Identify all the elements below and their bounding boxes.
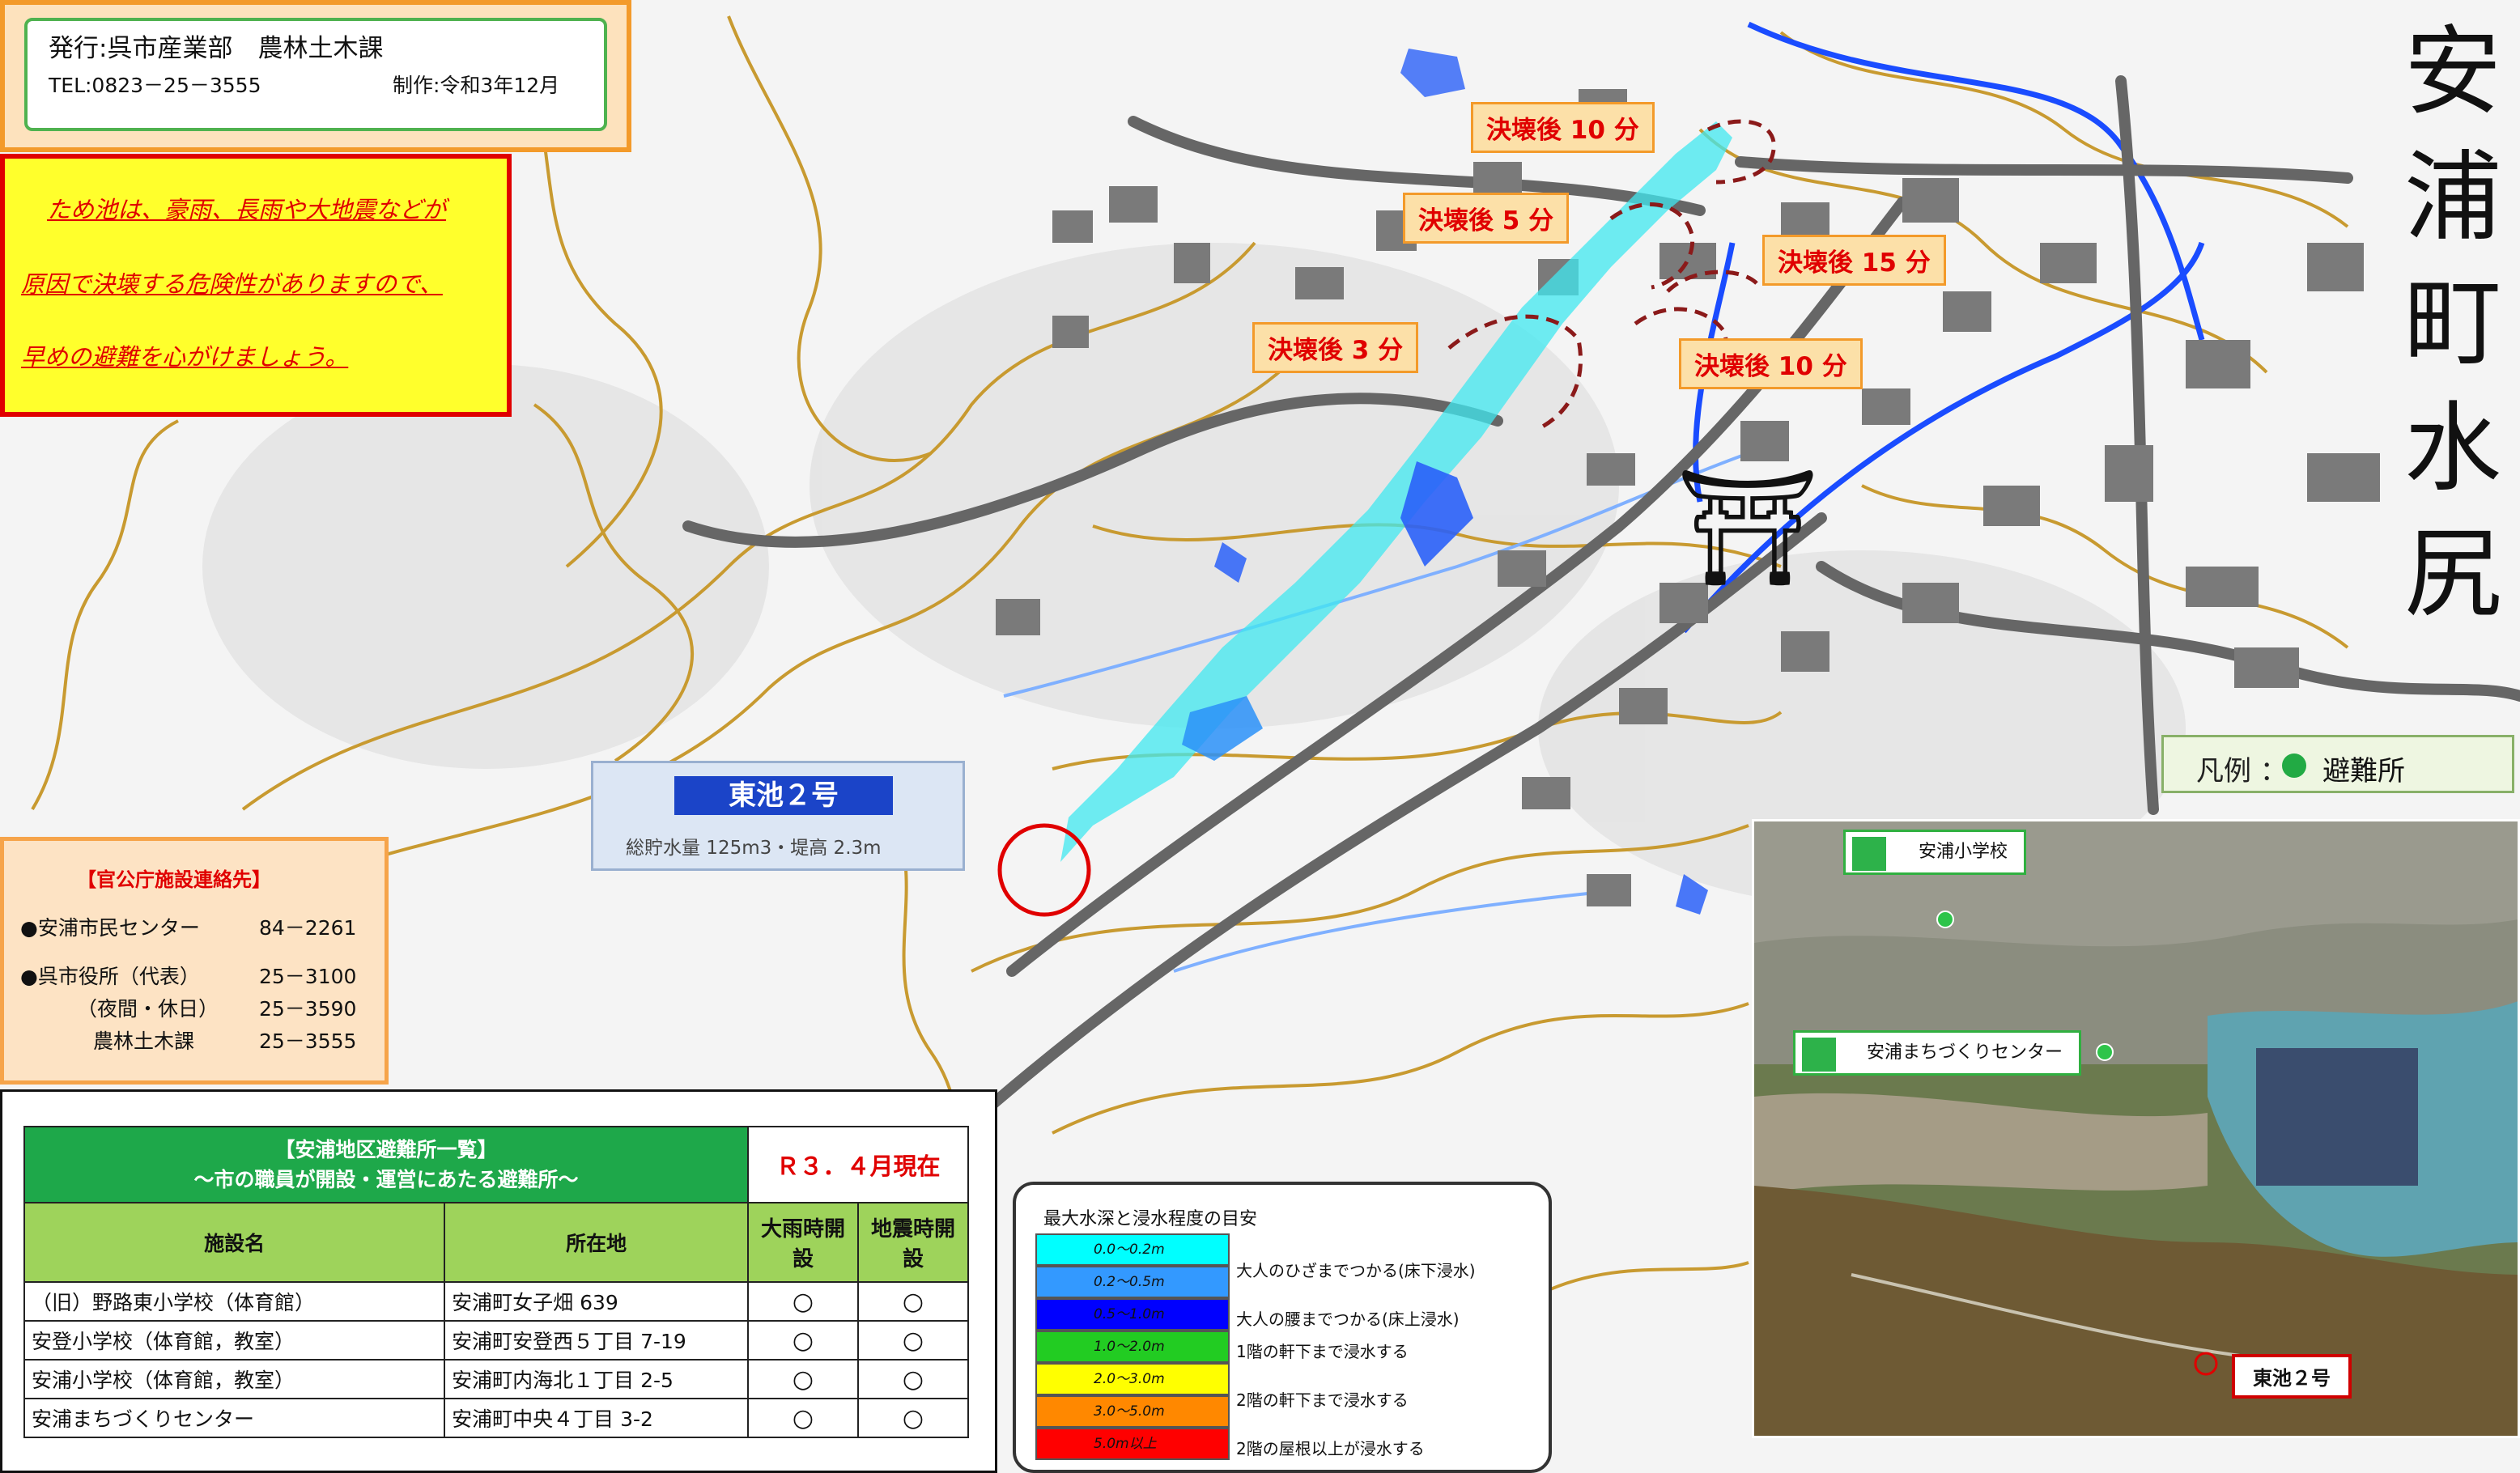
shelter-name: 安登小学校（体育館，教室） [23, 1320, 446, 1361]
warning-line: ため池は、豪雨、長雨や大地震などが [47, 196, 447, 223]
table-row: （旧）野路東小学校（体育館） 安浦町女子畑 639 ○ ○ [23, 1281, 969, 1322]
produced-date: 制作:令和3年12月 [393, 74, 560, 97]
contact-tel: 25－3555 [259, 1029, 357, 1053]
aerial-photo-inset[interactable]: 安浦小学校 安浦まちづくりセンター 東池２号 [1752, 819, 2520, 1438]
depth-legend-title: 最大水深と浸水程度の目安 [1043, 1209, 1258, 1229]
contact-tel: 25－3100 [259, 965, 357, 988]
flood-area [1060, 49, 1732, 915]
as-of-date: Ｒ３．４月現在 [747, 1126, 969, 1203]
shelter-title: 【安浦地区避難所一覧】 ～市の職員が開設・運営にあたる避難所～ [23, 1126, 749, 1203]
pond-spec: 総貯水量 125m3・堤高 2.3m [626, 838, 882, 859]
legend-text: 避難所 [2322, 755, 2405, 787]
depth-swatch: 5.0m以上 [1035, 1428, 1230, 1460]
warning-box: ため池は、豪雨、長雨や大地震などが 原因で決壊する危険性がありますので、 早めの… [0, 154, 512, 417]
shelter-dot-icon [2096, 1043, 2114, 1061]
header-address: 所在地 [444, 1202, 749, 1283]
shelter-name: 安浦まちづくりセンター [23, 1398, 446, 1438]
header-rain: 大雨時開設 [747, 1202, 859, 1283]
shelter-address: 安浦町女子畑 639 [444, 1281, 749, 1322]
warning-line: 原因で決壊する危険性がありますので、 [21, 270, 443, 298]
shelter-address: 安浦町安登西５丁目 7-19 [444, 1320, 749, 1361]
contacts-box: 【官公庁施設連絡先】 ●安浦市民センター 84－2261 ●呉市役所（代表） 2… [0, 837, 389, 1085]
quake-mark: ○ [857, 1281, 969, 1322]
time-label: 決壊後 15 分 [1762, 235, 1946, 286]
contact-tel: 25－3590 [259, 997, 357, 1021]
depth-swatch: 3.0～5.0m [1035, 1395, 1230, 1428]
contact-name: ●呉市役所（代表） [20, 965, 200, 988]
rain-mark: ○ [747, 1320, 859, 1361]
depth-description: 大人の腰までつかる(床上浸水) [1236, 1310, 1460, 1329]
shelter-address: 安浦町内海北１丁目 2-5 [444, 1359, 749, 1399]
shelter-table: 【安浦地区避難所一覧】 ～市の職員が開設・運営にあたる避難所～ Ｒ３．４月現在 … [23, 1126, 969, 1438]
shelter-name: （旧）野路東小学校（体育館） [23, 1281, 446, 1322]
shrine-icon: ⛩ [1676, 462, 1820, 594]
pond-marker [997, 823, 1091, 917]
header-quake: 地震時開設 [857, 1202, 969, 1283]
depth-description: 1階の軒下まで浸水する [1236, 1342, 1409, 1361]
header-inner [24, 18, 607, 131]
quake-mark: ○ [857, 1320, 969, 1361]
aerial-image [1754, 821, 2518, 1436]
quake-mark: ○ [857, 1398, 969, 1438]
table-row: 安浦小学校（体育館，教室） 安浦町内海北１丁目 2-5 ○ ○ [23, 1359, 969, 1399]
pond-name: 東池２号 [674, 776, 893, 815]
shelter-title-line1: 【安浦地区避難所一覧】 [274, 1138, 498, 1161]
time-label: 決壊後 3 分 [1252, 322, 1419, 373]
warning-line: 早めの避難を心がけましょう。 [21, 343, 349, 371]
depth-description: 2階の軒下まで浸水する [1236, 1390, 1409, 1410]
shelter-icon [1802, 1038, 1836, 1072]
quake-mark: ○ [857, 1359, 969, 1399]
shelter-list: 【安浦地区避難所一覧】 ～市の職員が開設・運営にあたる避難所～ Ｒ３．４月現在 … [0, 1089, 997, 1473]
aerial-label-text: 安浦まちづくりセンター [1867, 1042, 2063, 1063]
depth-legend: 最大水深と浸水程度の目安 0.0～0.2m 0.2～0.5m 0.5～1.0m … [1013, 1182, 1552, 1473]
shelter-title-line2: ～市の職員が開設・運営にあたる避難所～ [193, 1168, 579, 1191]
aerial-label-text: 安浦小学校 [1919, 842, 2008, 862]
shelter-icon [1852, 837, 1886, 871]
pond-callout: 東池２号 総貯水量 125m3・堤高 2.3m [591, 761, 965, 871]
aerial-label-school: 安浦小学校 [1843, 830, 2027, 875]
contact-name: 農林土木課 [93, 1029, 195, 1053]
contact-name: （夜間・休日） [77, 997, 219, 1021]
aerial-label-center: 安浦まちづくりセンター [1793, 1030, 2082, 1076]
contact-tel: 84－2261 [259, 916, 357, 940]
rain-mark: ○ [747, 1359, 859, 1399]
header-tel: TEL:0823－25－3555 [49, 74, 261, 97]
shelter-dot-icon [1936, 911, 1954, 928]
header-name: 施設名 [23, 1202, 446, 1283]
depth-swatch: 0.5～1.0m [1035, 1298, 1230, 1331]
depth-description: 2階の屋根以上が浸水する [1236, 1439, 1425, 1458]
contact-name: ●安浦市民センター [20, 916, 200, 940]
depth-description: 大人のひざまでつかる(床下浸水) [1236, 1261, 1476, 1280]
depth-swatch: 2.0～3.0m [1035, 1363, 1230, 1395]
time-label: 決壊後 10 分 [1471, 102, 1655, 153]
contacts-title: 【官公庁施設連絡先】 [77, 868, 271, 891]
time-label: 決壊後 10 分 [1679, 338, 1863, 389]
shelter-address: 安浦町中央４丁目 3-2 [444, 1398, 749, 1438]
table-row: 安浦まちづくりセンター 安浦町中央４丁目 3-2 ○ ○ [23, 1398, 969, 1438]
aerial-pond-label: 東池２号 [2232, 1354, 2352, 1399]
map-legend: 凡例 ： 避難所 [2161, 735, 2514, 793]
depth-swatch: 0.0～0.2m [1035, 1233, 1230, 1266]
legend-label: 凡例 ： [2196, 755, 2288, 787]
map-title: 安浦町水尻 [2404, 16, 2501, 630]
shelter-dot-icon [2282, 753, 2306, 778]
publisher: 発行:呉市産業部 農林土木課 [49, 34, 384, 63]
rain-mark: ○ [747, 1281, 859, 1322]
depth-swatch: 0.2～0.5m [1035, 1266, 1230, 1298]
shelter-name: 安浦小学校（体育館，教室） [23, 1359, 446, 1399]
table-row: 安登小学校（体育館，教室） 安浦町安登西５丁目 7-19 ○ ○ [23, 1320, 969, 1361]
depth-swatch: 1.0～2.0m [1035, 1331, 1230, 1363]
rain-mark: ○ [747, 1398, 859, 1438]
time-label: 決壊後 5 分 [1403, 193, 1570, 244]
